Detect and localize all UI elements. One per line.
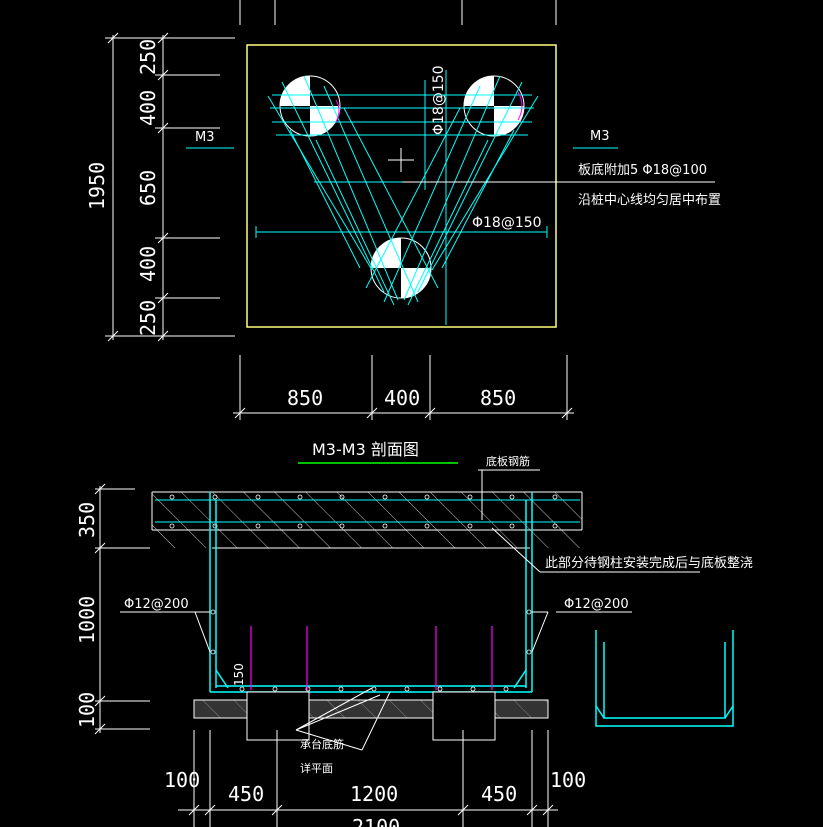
section-dim-h-4: 450 xyxy=(481,782,517,806)
cap-walls xyxy=(209,492,533,693)
section-mark-left: M3 xyxy=(195,130,215,145)
section-dim-v-1: 350 xyxy=(75,502,99,538)
pile-cap-outline xyxy=(246,44,557,328)
pile-symbol-bottom xyxy=(370,237,432,299)
section-mark-right: M3 xyxy=(590,129,610,144)
plan-dim-v-3: 650 xyxy=(136,170,160,206)
section-leaders xyxy=(120,469,700,751)
section-view: M3-M3 剖面图 xyxy=(75,440,753,827)
label-slab-bar: 底板钢筋 xyxy=(486,454,530,468)
note-pour: 此部分待钢柱安装完成后与底板整浇 xyxy=(545,555,753,571)
plan-note-line2: 沿桩中心线均匀居中布置 xyxy=(578,193,721,208)
pile-symbol-right xyxy=(463,75,525,137)
section-vertical-dims xyxy=(94,483,150,735)
plan-dim-v-1: 250 xyxy=(136,39,160,75)
section-dim-h-2: 450 xyxy=(228,782,264,806)
plan-rebar-vertical-label: Φ18@150 xyxy=(431,65,447,135)
plan-dim-h-2: 400 xyxy=(384,386,420,410)
pile-symbol-left xyxy=(279,75,341,137)
cap-wall-dots xyxy=(210,609,532,692)
top-column-lines xyxy=(239,0,557,25)
plan-horizontal-dims xyxy=(233,355,574,420)
section-dim-h-5: 100 xyxy=(550,768,586,792)
section-dim-h-1: 100 xyxy=(164,768,200,792)
label-cap-bar-2: 详平面 xyxy=(300,761,333,775)
slab xyxy=(151,491,583,549)
section-horizontal-dims xyxy=(178,730,558,827)
section-dim-h-total: 2100 xyxy=(352,815,400,827)
section-dim-v-2: 1000 xyxy=(75,596,99,644)
slab-rebar-dots xyxy=(169,494,558,529)
section-title: M3-M3 剖面图 xyxy=(312,440,419,459)
plan-view: Φ18@150 Φ18@150 M3 M3 板底附加5 Φ18@100 沿桩中心… xyxy=(85,32,721,420)
plan-vertical-dims xyxy=(105,32,235,342)
anchor-bars xyxy=(250,626,493,690)
section-dim-h-3: 1200 xyxy=(350,782,398,806)
plan-dim-v-4: 400 xyxy=(136,246,160,282)
plan-dim-v-total: 1950 xyxy=(85,162,109,210)
plan-dim-h-1: 850 xyxy=(287,386,323,410)
plan-rebar-horizontal-label: Φ18@150 xyxy=(472,215,542,231)
plan-rebar-lines xyxy=(186,70,618,325)
small-dim-150: 150 xyxy=(232,663,246,686)
pile-right xyxy=(432,691,496,741)
plan-dim-v-2: 400 xyxy=(136,90,160,126)
section-dim-v-3: 100 xyxy=(75,692,99,728)
plan-dim-v-5: 250 xyxy=(136,300,160,336)
stirrup-left: Φ12@200 xyxy=(124,597,189,612)
stirrup-right: Φ12@200 xyxy=(564,597,629,612)
u-channel-detail xyxy=(595,630,734,727)
plan-magenta-marks xyxy=(335,91,523,123)
plan-note-line1: 板底附加5 Φ18@100 xyxy=(578,162,707,178)
label-cap-bar-1: 承台底筋 xyxy=(300,737,344,751)
plan-center-cross xyxy=(388,148,414,172)
pile-left xyxy=(246,691,310,741)
plan-dim-h-3: 850 xyxy=(480,386,516,410)
